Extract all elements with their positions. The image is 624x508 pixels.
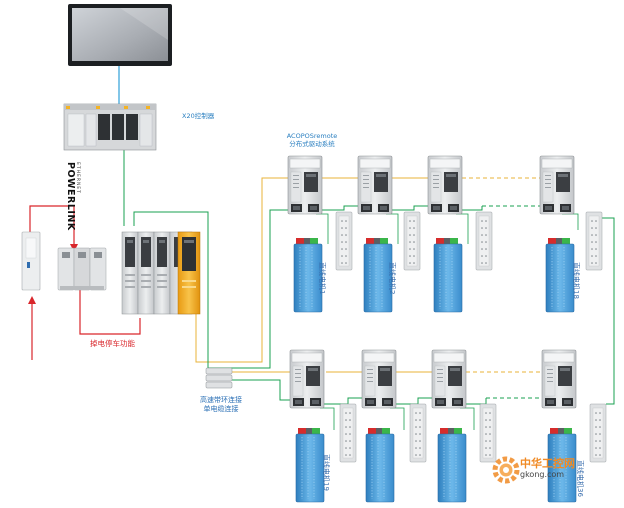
brake-feed-line [79,290,141,335]
mains-module [21,231,41,291]
io-bottom-1 [339,403,357,463]
motor-bottom-2 [365,427,395,503]
drive-top-4 [539,155,575,215]
io-top-3 [475,211,493,271]
drive-bottom-4 [541,349,577,409]
axis-label-top-3: 直线电机18 [572,262,580,299]
power-bus-top [195,177,288,363]
motor-bottom-1 [295,427,325,503]
watermark: 中华工控网 gkong.com [520,452,575,479]
axis-label-bottom-1: 直线电机19 [322,454,330,491]
io-top-4 [585,211,603,271]
io-top-2 [403,211,421,271]
drive-bottom-3 [431,349,467,409]
drive-top-3 [427,155,463,215]
x20-controller [63,103,157,151]
hot-swap-line2: 单电缆连接 [203,405,239,413]
acopos-title-line1: ACOPOSremote [286,132,338,140]
axis-label-bottom-4: 直线电机36 [576,460,584,497]
motor-top-3 [433,237,463,313]
powerlink-logo: ETHERNET POWERLINK [65,162,80,231]
acopos-title-line2: 分布式驱动系统 [289,140,335,148]
contactor-group [57,247,107,291]
watermark-cn: 中华工控网 [520,457,575,470]
powerlink-hub [205,367,233,389]
drive-top-1 [287,155,323,215]
drive-bottom-1 [289,349,325,409]
x20-controller-label: X20控制器 [182,112,215,120]
powerlink-return [600,217,615,405]
mains-feed-line [29,205,75,244]
power-supply-group [121,231,201,315]
motor-bottom-3 [437,427,467,503]
watermark-en: gkong.com [520,470,565,479]
io-top-1 [335,211,353,271]
io-bottom-4 [589,403,607,463]
axis-label-top-2: 直线电机2 [388,262,396,295]
axis-label-top-1: 直线电机1 [318,262,326,295]
io-bottom-2 [409,403,427,463]
acopos-title: ACOPOSremote 分布式驱动系统 [272,132,352,148]
powerlink-logo-main: POWERLINK [65,162,76,231]
brake-function-label: 掉电停车功能 [90,339,135,348]
hot-swap-label: 高速带环连接 单电缆连接 [186,396,256,414]
drive-bottom-2 [361,349,397,409]
drive-top-2 [357,155,393,215]
hmi-panel [68,4,172,66]
hot-swap-line1: 高速带环连接 [200,396,242,404]
gear-icon [492,456,520,484]
io-bottom-3 [479,403,497,463]
motor-top-4 [545,237,575,313]
